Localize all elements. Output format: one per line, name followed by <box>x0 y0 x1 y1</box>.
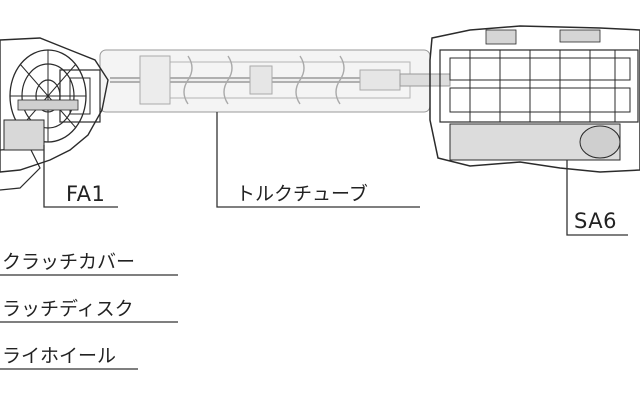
engine-clutch-drawing <box>0 37 109 191</box>
torque-tube-leader <box>216 112 420 208</box>
transaxle-drawing <box>429 25 640 173</box>
sa6-label: SA6 <box>574 209 617 233</box>
fa1-leader <box>43 145 118 208</box>
flywheel-label: ライホイール <box>2 345 116 367</box>
sa6-leader <box>566 160 628 236</box>
torque-tube-drawing <box>99 49 451 113</box>
torque-tube-label: トルクチューブ <box>236 182 368 205</box>
fa1-label: FA1 <box>66 182 105 206</box>
clutch-disc-label: ラッチディスク <box>2 298 134 320</box>
clutch-cover-label: クラッチカバー <box>2 251 135 273</box>
